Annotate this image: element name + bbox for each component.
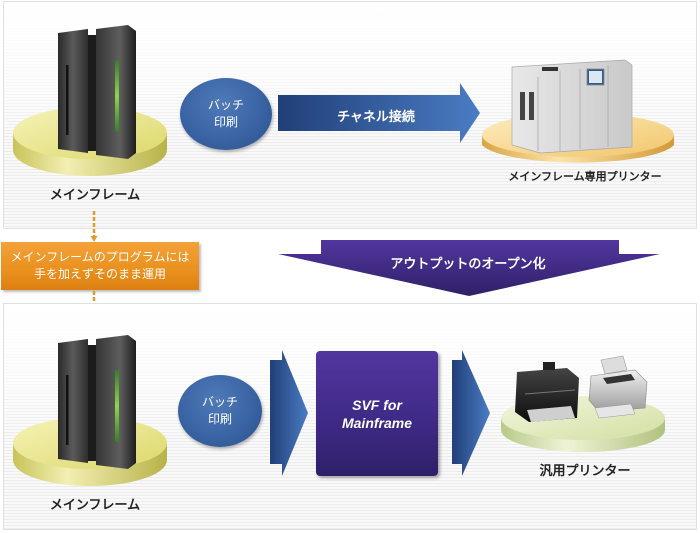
mainframe-icon [13, 335, 167, 486]
mainframe-label: メインフレーム [49, 498, 141, 513]
batch-print-node: バッチ印刷 [180, 78, 272, 150]
dashed-connector-top [90, 211, 98, 242]
output-opening-label: アウトプットのオープン化 [390, 257, 546, 272]
program-unchanged-note: メインフレームのプログラムには手を加えずそのまま運用 [1, 242, 199, 290]
batch-print-label: バッチ印刷 [207, 98, 244, 129]
general-printers-icon [501, 355, 665, 452]
channel-connection-arrow [278, 83, 480, 143]
batch-print-node: バッチ印刷 [178, 375, 262, 447]
flow-arrow-to-svf [270, 350, 308, 476]
batch-print-label: バッチ印刷 [201, 395, 238, 426]
dedicated-printer-icon [482, 59, 674, 163]
mainframe-icon [13, 25, 167, 176]
general-printer-label: 汎用プリンター [539, 464, 631, 479]
output-opening-banner-arrow [278, 240, 660, 296]
dedicated-printer-label: メインフレーム専用プリンター [508, 170, 662, 183]
flow-arrow-to-printers [452, 350, 490, 476]
mainframe-label: メインフレーム [49, 188, 141, 203]
channel-connection-label: チャネル接続 [337, 110, 415, 125]
